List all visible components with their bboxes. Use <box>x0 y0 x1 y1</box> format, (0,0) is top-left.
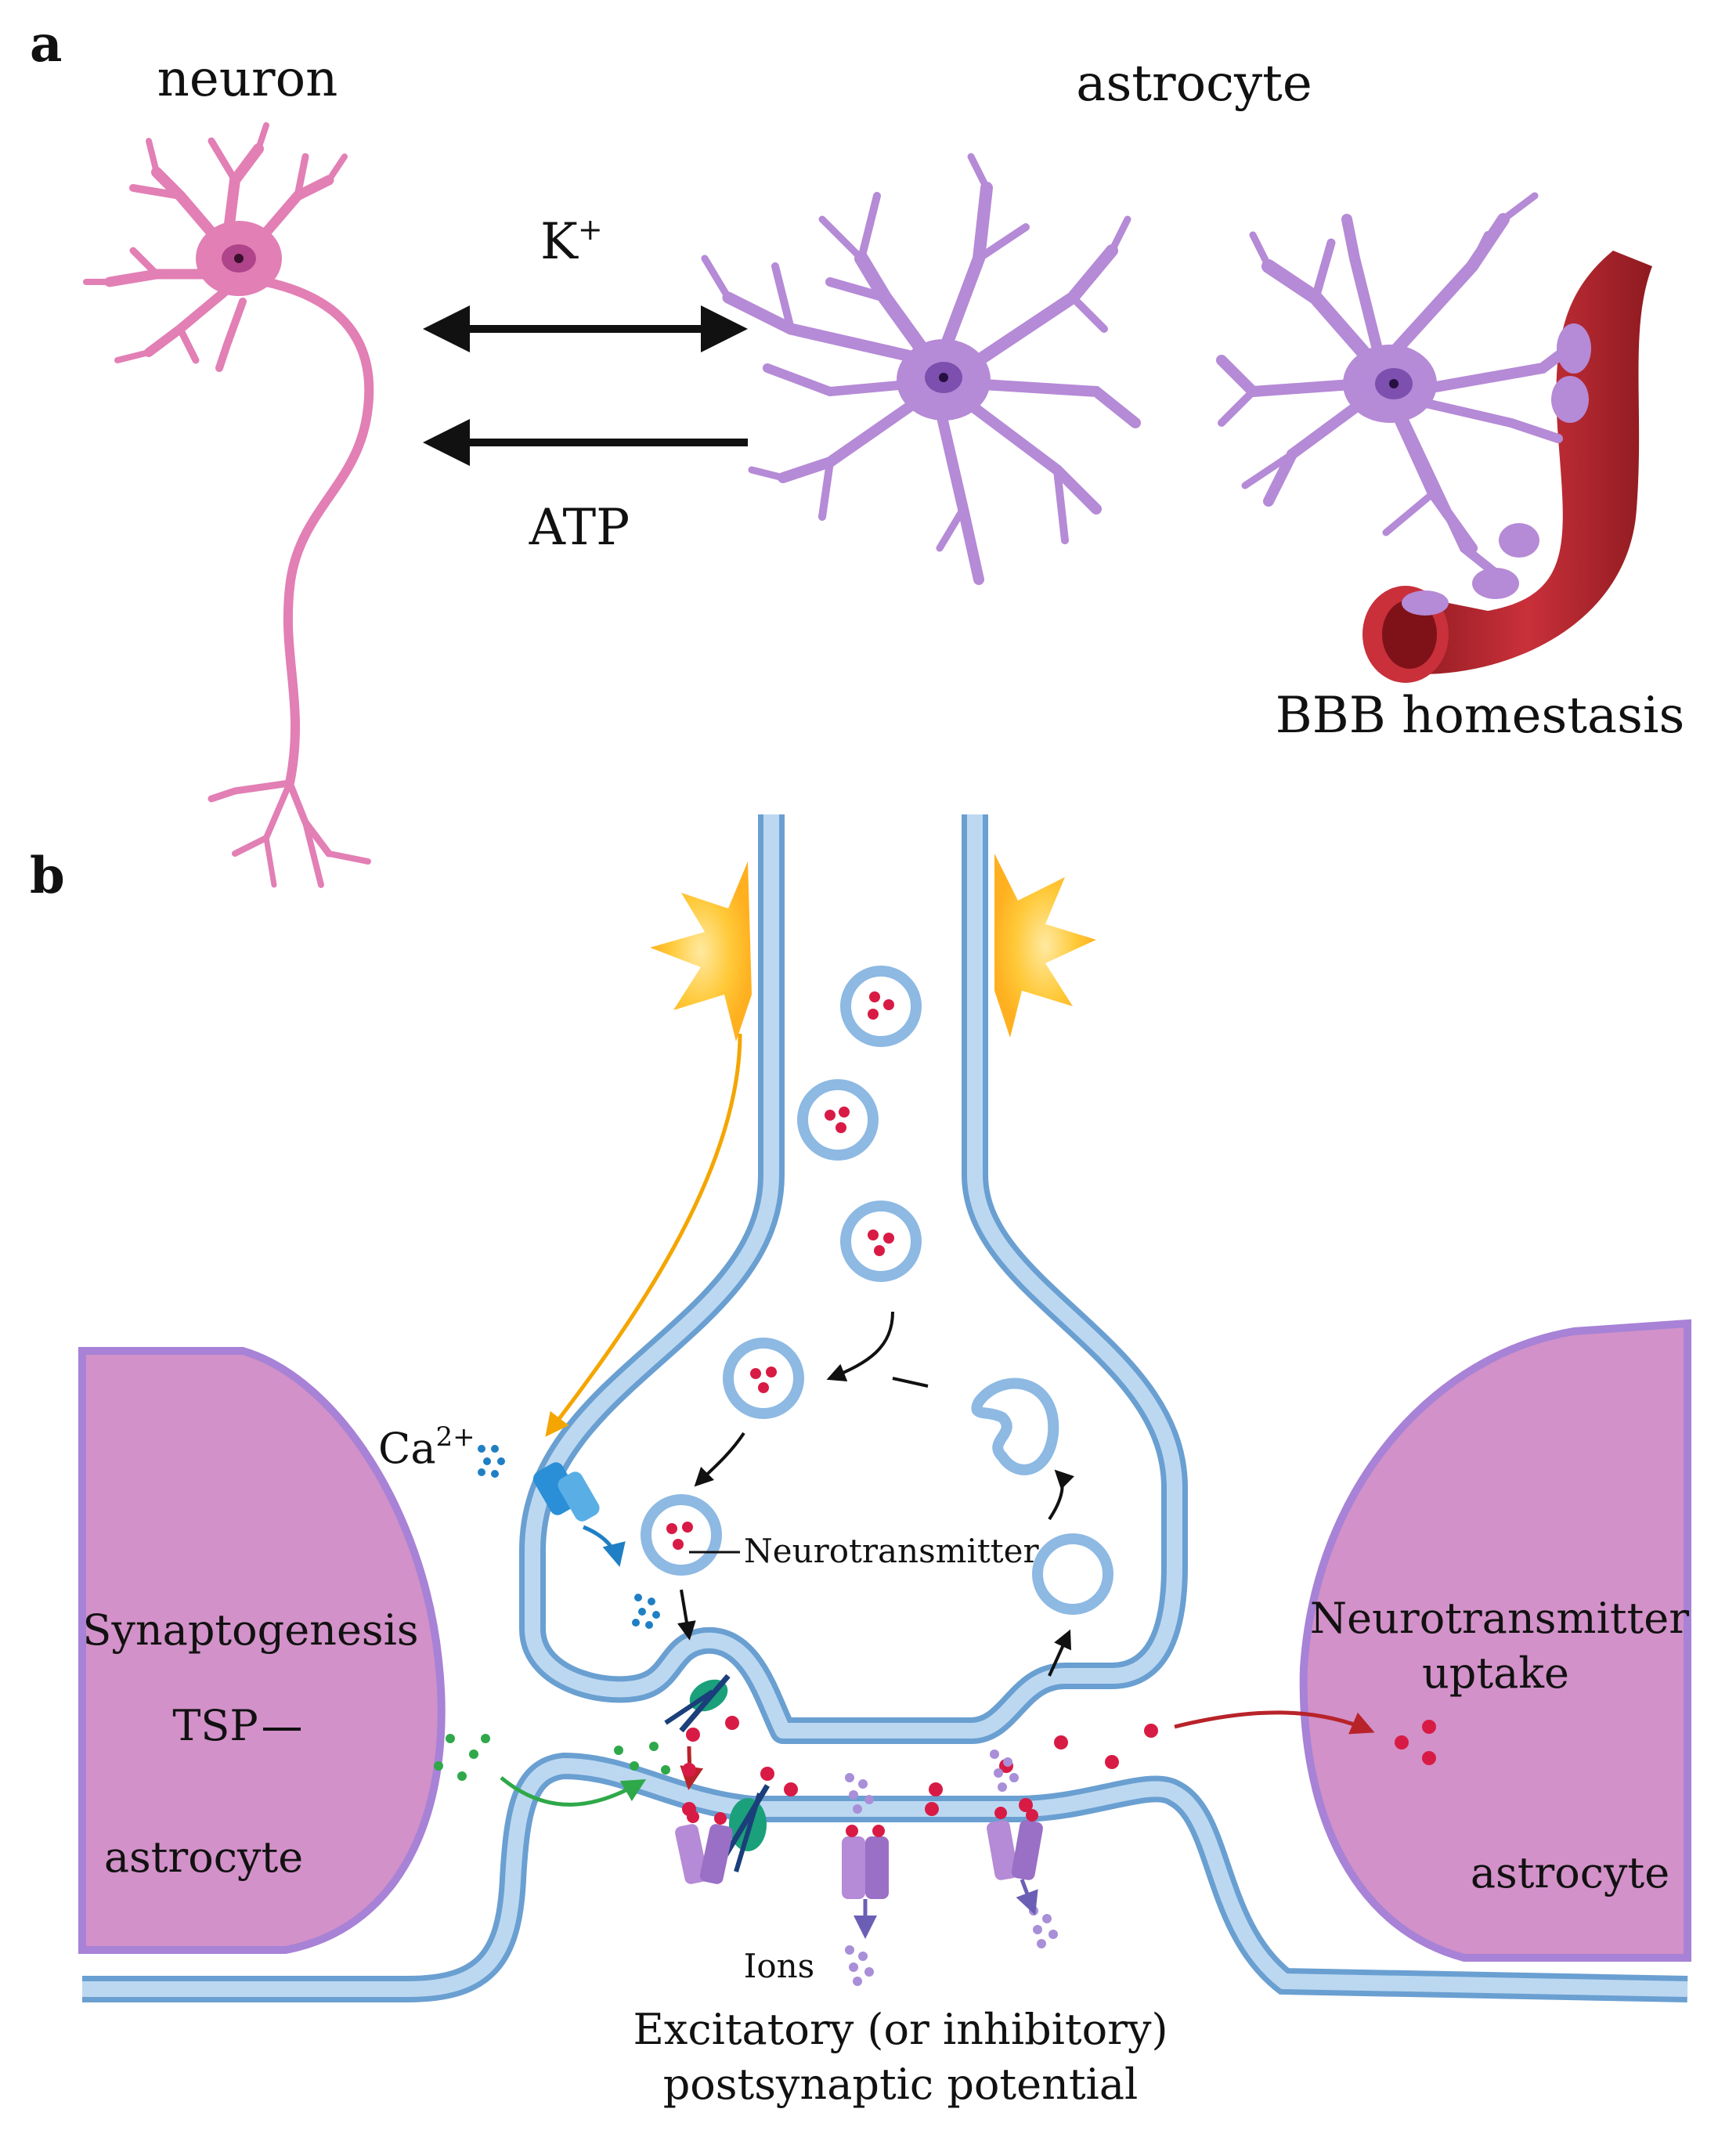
synaptogenesis-label: Synaptogenesis <box>82 1605 418 1655</box>
neuron-label: neuron <box>157 50 338 108</box>
recycling-vesicle <box>971 1378 1059 1475</box>
right-astrocyte <box>1299 1319 1691 1962</box>
receptor-1 <box>675 1811 733 1884</box>
receptor-2 <box>842 1825 889 1899</box>
vesicle <box>840 966 922 1047</box>
atp-arrow <box>423 419 748 466</box>
ion-particles <box>845 1749 1058 1986</box>
astrocyte-cell-1 <box>701 153 1141 585</box>
snare-complex-presynaptic <box>664 1674 731 1733</box>
presynaptic-terminal <box>519 814 1188 1744</box>
k-double-arrow <box>423 305 748 352</box>
calcium-label: Ca2+ <box>378 1421 475 1473</box>
synaptic-vesicles <box>641 966 1113 1615</box>
uptake-arrow <box>1174 1710 1375 1735</box>
uptake-label-line1: Neurotransmitter <box>1310 1594 1689 1643</box>
depolarization-arrow <box>545 1033 742 1437</box>
postsynaptic-membrane <box>82 1752 1688 2002</box>
vesicle <box>840 1201 922 1282</box>
calcium-ions-inside <box>632 1594 660 1629</box>
vesicle <box>641 1494 722 1576</box>
potential-label-line1: Excitatory (or inhibitory) <box>633 2005 1168 2054</box>
vesicle-cycle-arrows <box>677 1311 1075 1677</box>
potassium-label: K+ <box>540 212 603 271</box>
right-astrocyte-label: astrocyte <box>1471 1848 1669 1897</box>
action-potential-flash-left <box>650 861 752 1042</box>
neurotransmitter-label: Neurotransmitter <box>744 1532 1039 1570</box>
astrocyte-title-label: astrocyte <box>1076 55 1312 113</box>
left-astrocyte <box>78 1347 446 1954</box>
action-potential-flash-right <box>994 854 1096 1038</box>
neurotransmitter-in-astrocyte <box>1395 1720 1436 1765</box>
vesicle <box>797 1079 879 1161</box>
ion-flow-arrow-2 <box>1016 1879 1038 1916</box>
astrocyte-cell-2 <box>1216 192 1579 584</box>
empty-vesicle <box>1032 1533 1113 1615</box>
tsp-arrow <box>500 1776 647 1807</box>
bbb-homeostasis-label: BBB homestasis <box>1276 687 1685 745</box>
panel-a-label: a <box>30 15 62 74</box>
vesicle <box>723 1338 804 1419</box>
astrocyte-end-feet <box>1402 323 1591 616</box>
calcium-channel <box>532 1462 600 1522</box>
blood-vessel <box>1362 251 1652 683</box>
panel-b-label: b <box>30 847 65 905</box>
atp-label: ATP <box>529 499 630 557</box>
left-astrocyte-label: astrocyte <box>104 1832 303 1882</box>
receptor-3 <box>987 1807 1043 1880</box>
ions-label: Ions <box>744 1947 814 1985</box>
potential-label-line2: postsynaptic potential <box>663 2060 1139 2109</box>
neuron-cell <box>83 122 374 888</box>
uptake-label-line2: uptake <box>1422 1648 1569 1698</box>
calcium-ions-outside <box>478 1445 505 1478</box>
tsp-label: TSP <box>172 1701 258 1750</box>
calcium-influx-arrow <box>583 1525 626 1567</box>
